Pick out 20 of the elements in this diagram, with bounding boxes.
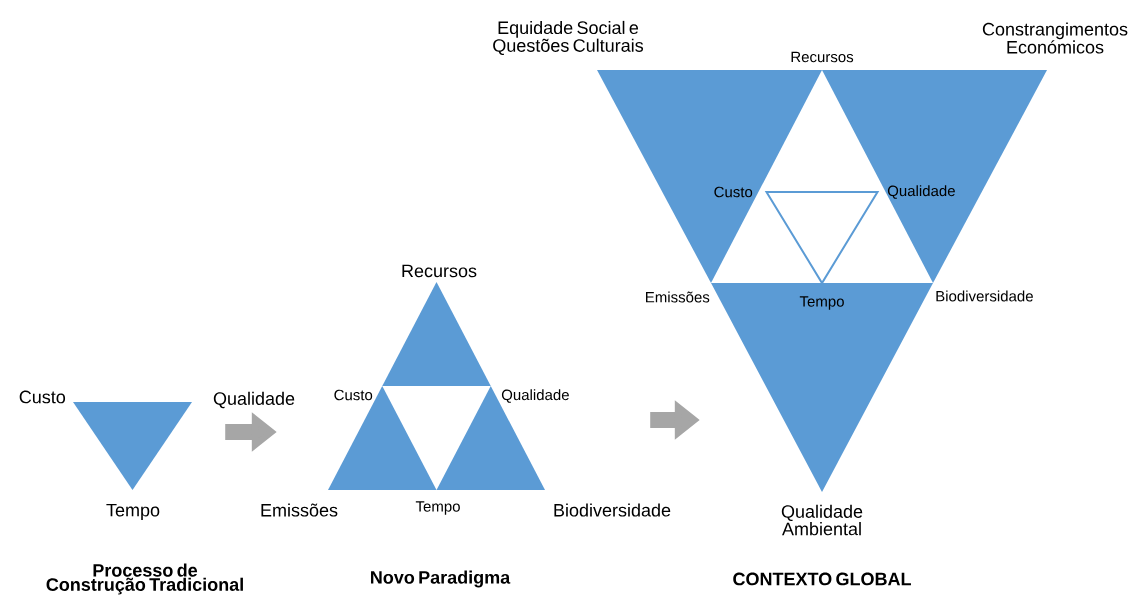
corner-label: Qualidade [501, 389, 569, 403]
corner-label: Constrangimentos Económicos [982, 22, 1128, 54]
corner-label: Emissões [646, 291, 710, 303]
corner-label: Biodiversidade [554, 503, 671, 517]
caption: CONTEXTO GLOBAL [733, 572, 911, 586]
corner-label: Tempo [106, 503, 160, 521]
corner-label: Recursos [791, 51, 854, 63]
corner-label: Custo [19, 390, 66, 404]
corner-label: Qualidade [887, 185, 955, 199]
caption: Novo Paradigma [371, 570, 511, 588]
corner-label: Tempo [415, 501, 460, 515]
corner-label: Equidade Social e Questões Culturais [493, 20, 644, 56]
corner-label: Recursos [402, 264, 477, 278]
corner-label: Qualidade [213, 391, 295, 409]
corner-label: Biodiversidade [936, 290, 1033, 302]
corner-label: Tempo [799, 296, 844, 310]
caption: Processo de Construção Tradicional [46, 563, 243, 595]
corner-label: Emissões [261, 503, 338, 517]
corner-label: Qualidade Ambiental [781, 504, 863, 536]
corner-label: Custo [334, 389, 373, 401]
